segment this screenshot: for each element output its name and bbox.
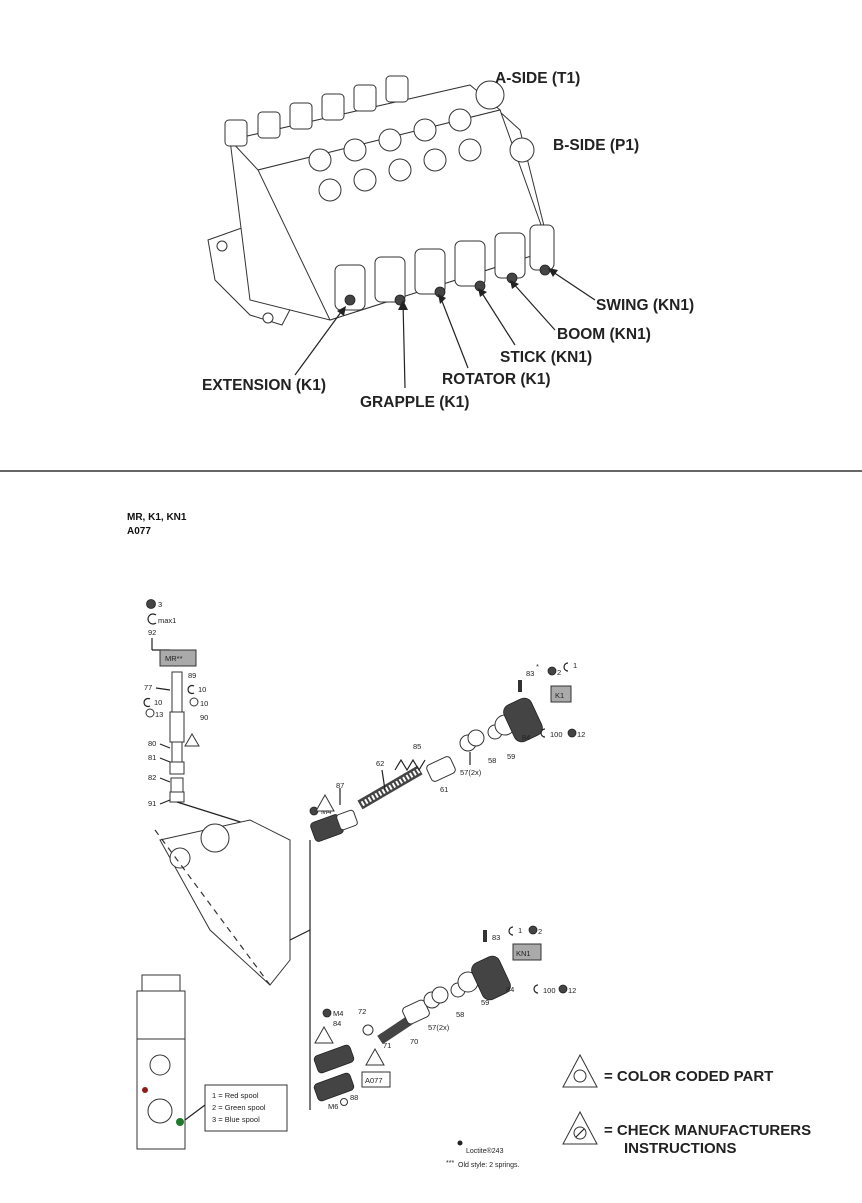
mr-tag xyxy=(159,649,197,667)
svg-text:***: *** xyxy=(446,1160,454,1167)
svg-text:77: 77 xyxy=(144,683,152,692)
svg-text:1: 1 xyxy=(573,661,577,670)
red-spool-text: 1 = Red spool xyxy=(212,1091,259,1100)
svg-text:57(2x): 57(2x) xyxy=(460,768,482,777)
svg-text:70: 70 xyxy=(410,1037,418,1046)
model-code: A077 xyxy=(127,526,151,537)
svg-text:2: 2 xyxy=(557,668,561,677)
kn1-spool-assembly: M4 84 M6 88 A077 72 71 70 57(2x) 58 59 8… xyxy=(313,925,576,1111)
boom-label: BOOM (KN1) xyxy=(557,326,651,343)
svg-text:12: 12 xyxy=(568,986,576,995)
green-spool-text: 2 = Green spool xyxy=(212,1103,266,1112)
blue-spool-text: 3 = Blue spool xyxy=(212,1115,260,1124)
spool-color-key: 1 = Red spool 2 = Green spool 3 = Blue s… xyxy=(136,974,288,1150)
rotator-label: ROTATOR (K1) xyxy=(442,371,551,388)
svg-text:1: 1 xyxy=(518,926,522,935)
check-instructions-legend-text-2: INSTRUCTIONS xyxy=(624,1140,737,1157)
port-grid xyxy=(308,80,535,202)
footnotes: Loctite®243 *** Old style: 2 springs. xyxy=(446,1140,520,1169)
svg-text:84: 84 xyxy=(333,1019,341,1028)
svg-text:M4: M4 xyxy=(333,1009,343,1018)
spool-key-box xyxy=(204,1084,288,1132)
svg-text:61: 61 xyxy=(440,785,448,794)
kn1-tag xyxy=(512,943,542,961)
svg-text:100: 100 xyxy=(550,730,563,739)
svg-text:83: 83 xyxy=(526,669,534,678)
valve-section-cutaway xyxy=(154,819,311,1110)
swing-label: SWING (KN1) xyxy=(596,297,694,314)
svg-text:100: 100 xyxy=(543,986,556,995)
old-style-note: Old style: 2 springs. xyxy=(458,1162,520,1169)
check-instructions-legend-text: = CHECK MANUFACTURERS xyxy=(604,1122,811,1139)
a077-tag xyxy=(361,1071,391,1088)
svg-text:10: 10 xyxy=(154,698,162,707)
loctite-drop-icon xyxy=(457,1140,463,1146)
svg-text:87: 87 xyxy=(336,781,344,790)
svg-text:K1: K1 xyxy=(555,691,564,700)
svg-text:84: 84 xyxy=(506,985,514,994)
model-header: MR, K1, KN1 xyxy=(127,512,187,523)
svg-text:85: 85 xyxy=(413,742,421,751)
svg-text:MR**: MR** xyxy=(165,654,183,663)
svg-text:59: 59 xyxy=(507,752,515,761)
svg-text:80: 80 xyxy=(148,739,156,748)
b-side-label: B-SIDE (P1) xyxy=(553,137,639,154)
svg-text:KN1: KN1 xyxy=(516,949,531,958)
svg-text:13: 13 xyxy=(155,710,163,719)
relief-caps xyxy=(224,75,409,147)
k1-spool-assembly: M4 87 62 85 61 57(2x) 58 59 84 100 12 xyxy=(309,661,585,842)
color-coded-legend-text: = COLOR CODED PART xyxy=(604,1068,773,1085)
svg-text:*: * xyxy=(536,662,539,671)
svg-text:3: 3 xyxy=(158,600,162,609)
svg-text:58: 58 xyxy=(488,756,496,765)
spool-ends xyxy=(334,224,555,311)
svg-text:89: 89 xyxy=(188,671,196,680)
svg-text:2: 2 xyxy=(538,927,542,936)
svg-text:83: 83 xyxy=(492,933,500,942)
a-side-label: A-SIDE (T1) xyxy=(495,70,580,87)
valve-block-illustration xyxy=(207,75,596,389)
svg-text:91: 91 xyxy=(148,799,156,808)
svg-text:A077: A077 xyxy=(365,1076,383,1085)
svg-text:max1: max1 xyxy=(158,616,176,625)
svg-text:90: 90 xyxy=(200,713,208,722)
svg-text:57(2x): 57(2x) xyxy=(428,1023,450,1032)
color-coded-icon xyxy=(315,793,335,812)
legend: = COLOR CODED PART = CHECK MANUFACTURERS… xyxy=(562,1053,811,1157)
red-dot xyxy=(142,1087,148,1093)
svg-text:72: 72 xyxy=(358,1007,366,1016)
svg-text:M6: M6 xyxy=(328,1102,338,1111)
svg-text:59: 59 xyxy=(481,998,489,1007)
svg-text:62: 62 xyxy=(376,759,384,768)
svg-text:58: 58 xyxy=(456,1010,464,1019)
svg-text:88: 88 xyxy=(350,1093,358,1102)
green-dot xyxy=(176,1118,184,1126)
loctite-note: Loctite®243 xyxy=(466,1147,504,1155)
svg-text:82: 82 xyxy=(148,773,156,782)
stick-label: STICK (KN1) xyxy=(500,349,592,366)
svg-text:10: 10 xyxy=(198,685,206,694)
extension-label: EXTENSION (K1) xyxy=(202,377,326,394)
torque-icon xyxy=(147,613,157,625)
svg-text:92: 92 xyxy=(148,628,156,637)
oring-icon xyxy=(146,599,156,609)
svg-text:84: 84 xyxy=(522,733,530,742)
svg-text:71: 71 xyxy=(383,1041,391,1050)
svg-text:10: 10 xyxy=(200,699,208,708)
svg-text:12: 12 xyxy=(577,730,585,739)
svg-text:81: 81 xyxy=(148,753,156,762)
relief-valve-assembly: 3 max1 92 MR** 89 77 10 10 10 13 90 80 8… xyxy=(143,599,251,826)
k1-tag xyxy=(550,685,572,703)
grapple-label: GRAPPLE (K1) xyxy=(360,394,469,411)
